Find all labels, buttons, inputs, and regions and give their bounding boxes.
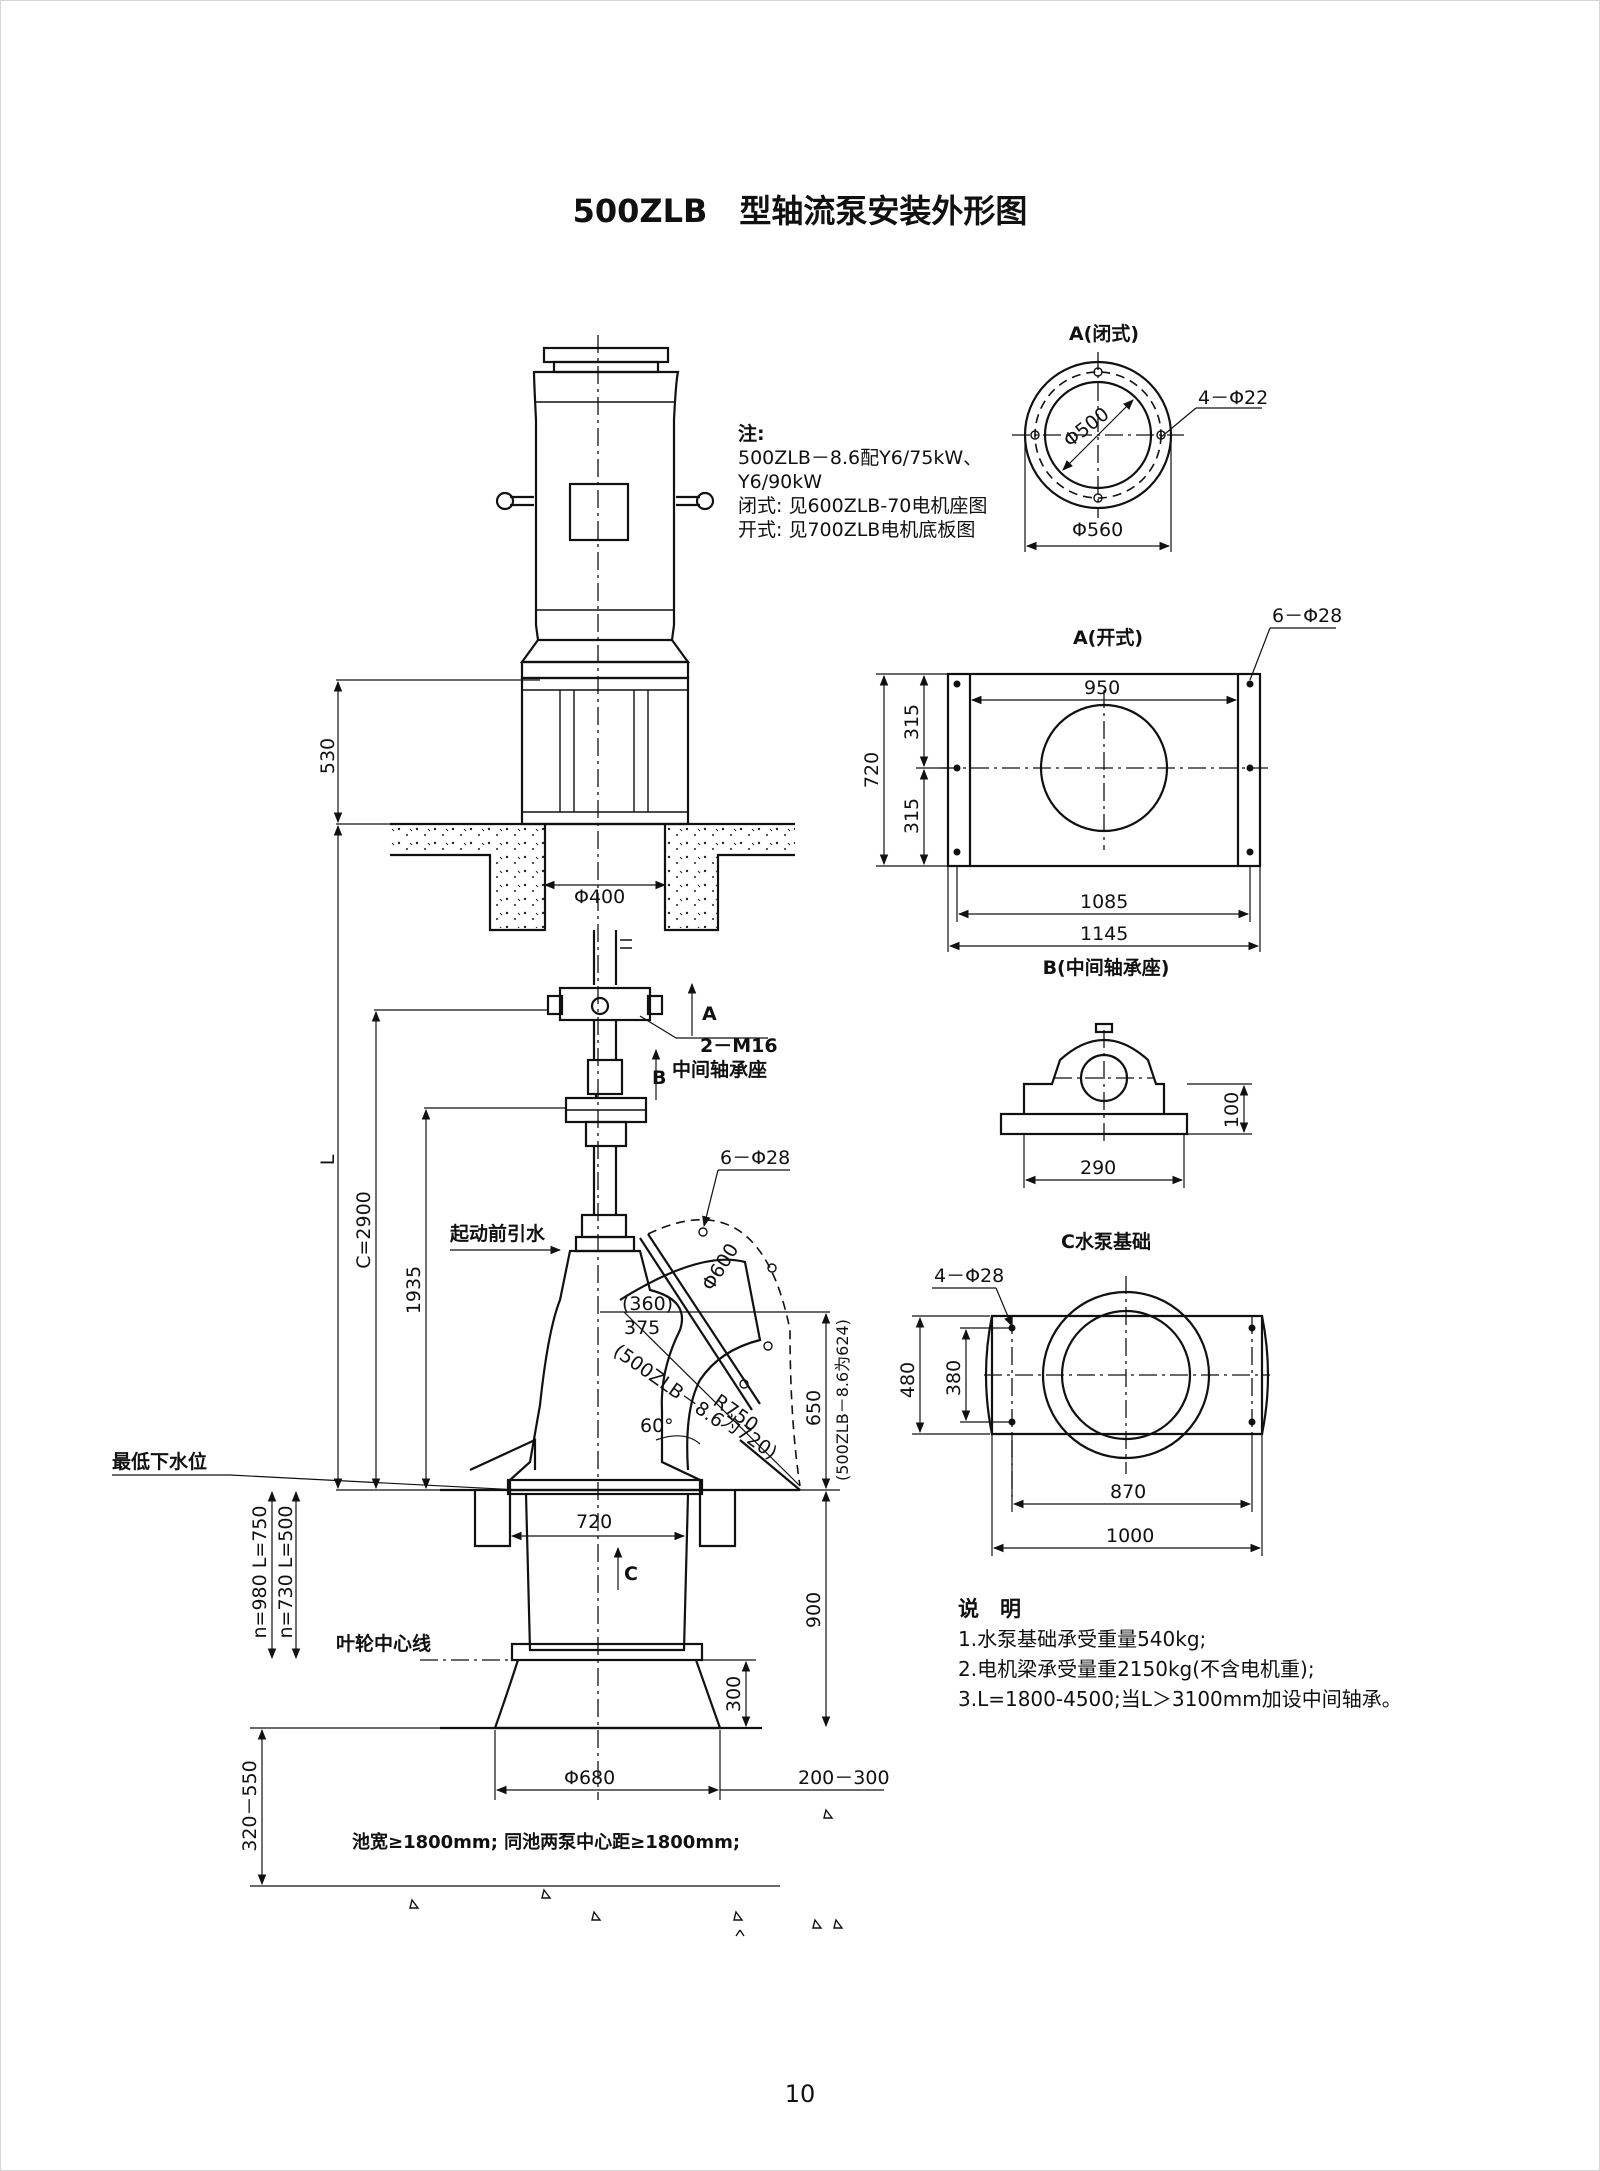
- note-line-3: 闭式: 见600ZLB-70电机座图: [738, 495, 987, 517]
- base-plate-outline: [946, 672, 1262, 868]
- dim-60deg: 60°: [640, 1415, 674, 1437]
- dim-n980: n=980 L=750: [249, 1505, 271, 1638]
- dim-320-550: 320－550: [239, 1760, 261, 1852]
- arrow-a-label: A: [702, 1003, 717, 1025]
- note-line-2: Y6/90kW: [737, 471, 822, 493]
- dim-375: 375: [624, 1317, 660, 1339]
- dim-870: 870: [1110, 1481, 1146, 1503]
- view-a-closed-label: A(闭式): [1069, 322, 1139, 345]
- lifting-lug-left: [495, 491, 515, 511]
- dim-1085: 1085: [1080, 891, 1128, 913]
- note-heading: 注:: [738, 422, 765, 445]
- dim-200-300: 200－300: [798, 1767, 890, 1789]
- dim-720-open: 720: [861, 752, 883, 788]
- label-2m16: 2－M16: [700, 1035, 778, 1057]
- dim-900: 900: [803, 1592, 825, 1628]
- motor-top-cap: [542, 346, 670, 364]
- dim-290: 290: [1080, 1157, 1116, 1179]
- note-block: 注: 500ZLB－8.6配Y6/75kW、 Y6/90kW 闭式: 见600Z…: [737, 422, 987, 541]
- label-4phi28-c: 4－Φ28: [934, 1265, 1004, 1287]
- label-6phi28-open: 6－Φ28: [1272, 605, 1342, 627]
- dim-530: 530: [317, 738, 339, 774]
- outlet-flange-line: [639, 1237, 753, 1411]
- note-line-1: 500ZLB－8.6配Y6/75kW、: [738, 447, 982, 469]
- motor-stand: [520, 676, 690, 826]
- view-b-label: B(中间轴承座): [1043, 956, 1170, 979]
- view-c-pump-foundation: C水泵基础 4－Φ28 480 380 870 1000: [897, 1230, 1270, 1556]
- dim-315-top: 315: [901, 704, 923, 740]
- lifting-lug-right: [695, 491, 715, 511]
- arrow-b-label: B: [652, 1067, 666, 1089]
- arrow-c-label: C: [624, 1563, 638, 1585]
- explanation-line-3: 3.L=1800-4500;当L＞3100mm加设中间轴承。: [958, 1687, 1402, 1711]
- label-4phi22: 4－Φ22: [1198, 387, 1268, 409]
- dim-650: 650: [803, 1390, 825, 1426]
- view-a-closed: A(闭式) Φ500 4－Φ22 Φ560: [1012, 322, 1268, 552]
- dim-phi400: Φ400: [574, 886, 625, 908]
- view-a-open: A(开式) 950 6－Φ28 720 315 315 1085: [861, 605, 1342, 952]
- label-6phi28-outlet: 6－Φ28: [720, 1147, 790, 1169]
- view-a-open-label: A(开式): [1073, 626, 1143, 649]
- dim-L: L: [317, 1154, 339, 1165]
- terminal-box: [568, 482, 630, 542]
- dim-300: 300: [723, 1676, 745, 1712]
- dim-n730: n=730 L=500: [275, 1505, 297, 1638]
- dim-360: (360): [622, 1293, 673, 1315]
- explanation-line-2: 2.电机梁承受量重2150kg(不含电机重);: [958, 1657, 1315, 1681]
- explanation-line-1: 1.水泵基础承受重量540kg;: [958, 1627, 1206, 1651]
- view-b-bearing-seat: B(中间轴承座) 100 290: [999, 956, 1252, 1188]
- dim-315-bot: 315: [901, 798, 923, 834]
- label-lowest-water-level: 最低下水位: [112, 1450, 207, 1473]
- dim-phi680: Φ680: [564, 1767, 615, 1789]
- dim-c2900: C=2900: [353, 1191, 375, 1269]
- dim-624: (500ZLB－8.6为624): [833, 1319, 852, 1481]
- dim-phi560: Φ560: [1072, 519, 1123, 541]
- pump-elevation-view: Φ400: [112, 335, 890, 1937]
- label-priming: 起动前引水: [449, 1222, 546, 1245]
- page-number: 10: [785, 2080, 816, 2108]
- dim-1145: 1145: [1080, 923, 1128, 945]
- explanation-block: 说 明 1.水泵基础承受重量540kg; 2.电机梁承受量重2150kg(不含电…: [958, 1597, 1402, 1711]
- label-middle-bearing: 中间轴承座: [672, 1058, 767, 1081]
- dim-phi600: Φ600: [698, 1240, 744, 1295]
- middle-bearing-seat: [558, 986, 652, 1022]
- dim-380: 380: [943, 1360, 965, 1396]
- dim-950: 950: [1084, 677, 1120, 699]
- dim-100: 100: [1221, 1092, 1243, 1128]
- dim-1000: 1000: [1106, 1525, 1154, 1547]
- note-line-4: 开式: 见700ZLB电机底板图: [738, 519, 975, 541]
- pool-width-note: 池宽≥1800mm; 同池两泵中心距≥1800mm;: [352, 1831, 740, 1853]
- pump-elbow-body: [508, 1249, 702, 1492]
- dim-1935: 1935: [403, 1266, 425, 1314]
- motor-body: [532, 370, 680, 642]
- label-impeller-centreline: 叶轮中心线: [336, 1632, 431, 1655]
- view-c-label: C水泵基础: [1061, 1230, 1151, 1253]
- explanation-heading: 说 明: [958, 1597, 1021, 1621]
- page-title: 500ZLB 型轴流泵安装外形图: [573, 192, 1028, 230]
- dim-480: 480: [897, 1362, 919, 1398]
- dim-720: 720: [576, 1511, 612, 1533]
